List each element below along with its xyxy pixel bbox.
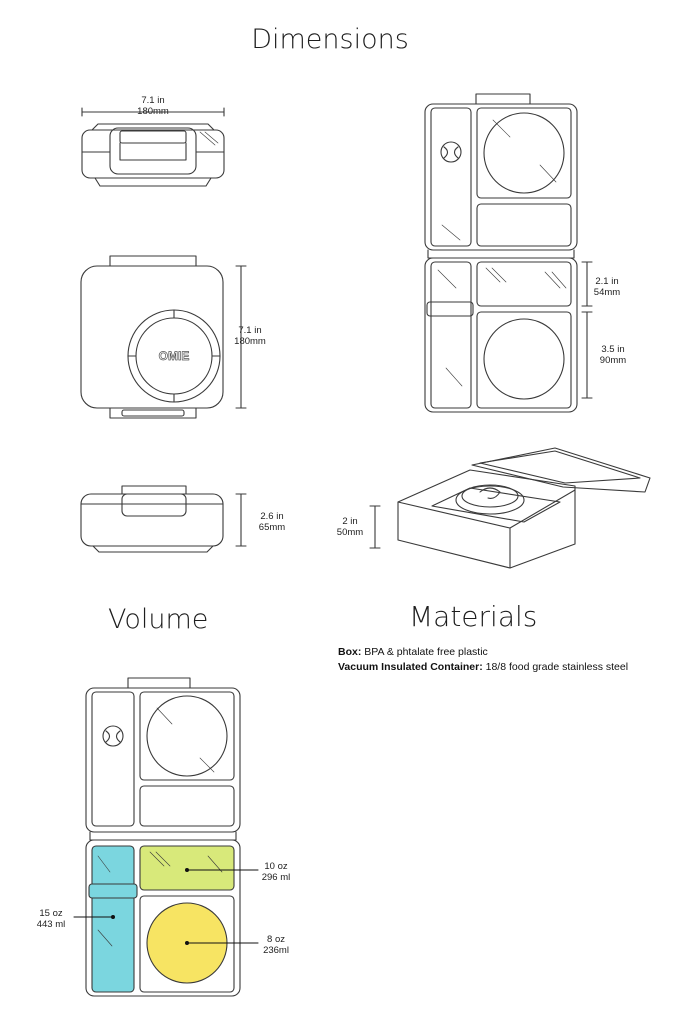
side-view-drawing: [80, 485, 247, 553]
materials-heading: Materials: [409, 600, 538, 633]
dimensions-heading: Dimensions: [251, 24, 409, 55]
angled-view-drawing: [369, 447, 651, 569]
open-box-drawing: [424, 93, 593, 413]
materials-list: Box: BPA & phtalate free plastic Vacuum …: [338, 645, 628, 675]
front-view-drawing: [81, 107, 225, 187]
material-box: Box: BPA & phtalate free plastic: [338, 646, 488, 658]
logo-mark: OMIE: [159, 349, 190, 363]
material-container: Vacuum Insulated Container: 18/8 food gr…: [338, 661, 629, 673]
top-view-drawing: OMIE: [80, 255, 247, 419]
volume-drawing: [73, 677, 259, 997]
volume-heading: Volume: [108, 604, 209, 635]
